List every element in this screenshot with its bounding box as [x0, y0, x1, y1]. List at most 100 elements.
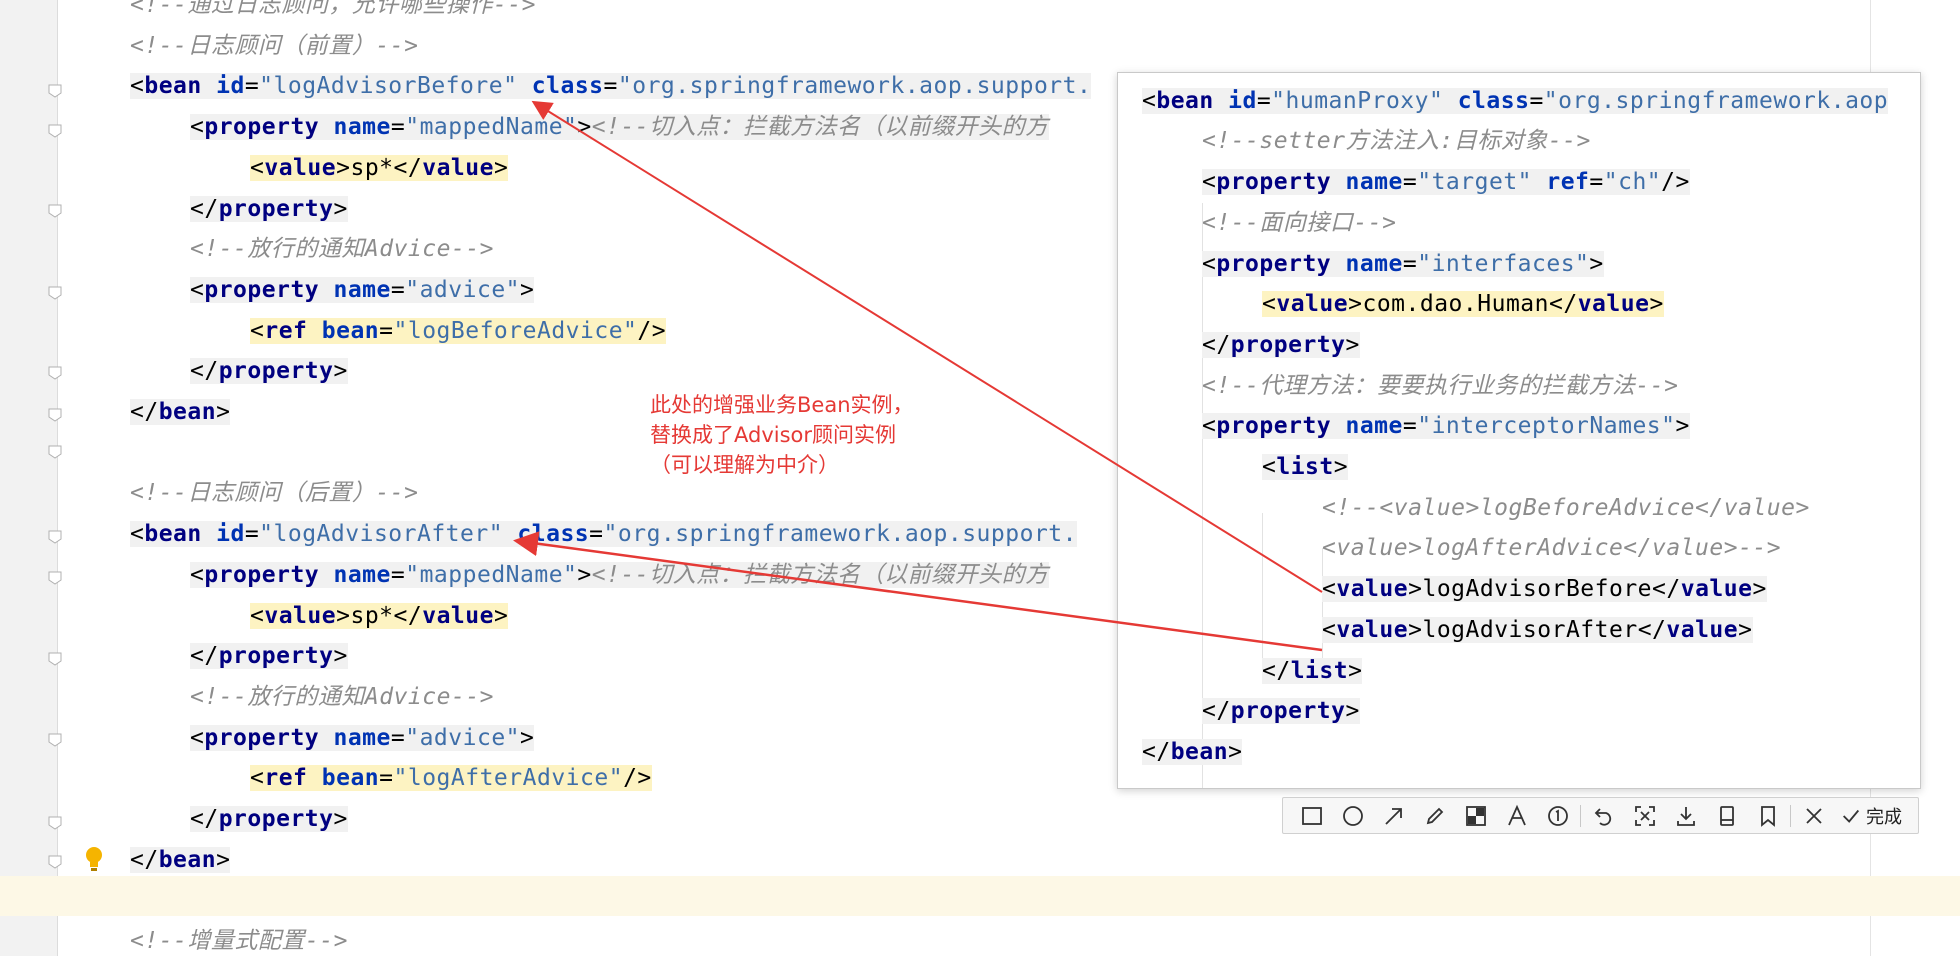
code-token: <	[130, 521, 145, 548]
code-token: />	[1661, 169, 1690, 196]
code-token: =	[390, 561, 406, 588]
code-token: <	[250, 602, 265, 629]
code-token: property	[218, 195, 334, 222]
code-token: "logBeforeAdvice"	[393, 317, 638, 344]
fold-marker-icon[interactable]	[48, 408, 62, 422]
code-token: property	[204, 561, 334, 588]
code-token: name	[333, 114, 391, 141]
close-icon[interactable]	[1793, 801, 1834, 831]
check-icon	[1843, 809, 1860, 823]
code-line: <list>	[1262, 447, 1349, 487]
code-token: <	[1202, 413, 1217, 440]
fold-marker-icon[interactable]	[48, 530, 62, 544]
code-token: >	[216, 846, 231, 873]
code-token: >	[216, 399, 231, 425]
code-line: <!--面向接口-->	[1202, 203, 1396, 243]
code-token: bean	[321, 317, 380, 344]
code-token: =	[244, 521, 260, 548]
editor-gutter	[0, 0, 57, 956]
ocr-icon[interactable]	[1624, 801, 1665, 831]
fold-marker-icon[interactable]	[48, 855, 62, 869]
code-token: bean	[1156, 87, 1229, 114]
code-token: <!--切入点：拦截方法名（以前缀开头的方	[591, 114, 1049, 141]
code-token: <	[1262, 291, 1277, 318]
arrow-icon[interactable]	[1373, 801, 1414, 831]
code-token: property	[218, 806, 334, 832]
fold-marker-icon[interactable]	[48, 124, 62, 138]
code-token: >	[336, 154, 351, 181]
code-token: >	[1408, 616, 1423, 643]
code-token: bean	[158, 846, 217, 873]
code-line: <property name="target" ref="ch"/>	[1202, 162, 1690, 202]
number-icon[interactable]	[1537, 801, 1578, 831]
code-token: bean	[158, 399, 217, 425]
fold-marker-icon[interactable]	[48, 366, 62, 380]
code-token: value	[1276, 291, 1349, 318]
fold-marker-icon[interactable]	[48, 816, 62, 830]
fold-marker-icon[interactable]	[48, 652, 62, 666]
code-token: value	[264, 154, 337, 181]
code-token: value	[1666, 616, 1739, 643]
code-token: >	[493, 602, 509, 629]
code-line: </bean>	[130, 840, 231, 880]
code-token: <!--日志顾问（后置）-->	[130, 480, 419, 507]
code-token: list	[1276, 454, 1334, 480]
code-token: <	[1202, 250, 1217, 277]
code-token: "logAdvisorAfter"	[259, 521, 518, 548]
code-token: >	[1345, 698, 1360, 725]
circle-icon[interactable]	[1332, 801, 1373, 831]
code-token: />	[637, 317, 667, 344]
code-token: </	[130, 846, 159, 873]
done-label: 完成	[1866, 806, 1902, 828]
code-token: property	[1216, 250, 1346, 277]
code-token: name	[333, 724, 391, 751]
undo-icon[interactable]	[1583, 801, 1624, 831]
fold-marker-icon[interactable]	[48, 286, 62, 300]
code-token: >	[1408, 576, 1423, 603]
code-line: <bean id="humanProxy" class="org.springf…	[1142, 81, 1889, 121]
text-icon[interactable]	[1496, 801, 1537, 831]
code-token: sp*	[350, 602, 394, 629]
fold-marker-icon[interactable]	[48, 733, 62, 747]
code-token: >	[333, 643, 348, 670]
code-token: =	[1402, 413, 1418, 440]
code-token: =	[1529, 87, 1544, 114]
code-token: </	[393, 602, 423, 629]
download-icon[interactable]	[1665, 801, 1706, 831]
code-token: <!--放行的通知Advice-->	[190, 683, 495, 710]
done-button[interactable]: 完成	[1840, 803, 1902, 829]
code-token: value	[1336, 616, 1409, 643]
code-token: =	[1402, 250, 1418, 277]
pin-icon[interactable]	[1706, 801, 1747, 831]
code-token: com.dao.Human	[1362, 291, 1549, 318]
code-token: =	[390, 114, 406, 141]
code-line: <value>logAdvisorBefore</value>	[1322, 569, 1767, 609]
code-token: id	[1228, 87, 1257, 114]
code-token: =	[390, 276, 406, 303]
bookmark-icon[interactable]	[1747, 801, 1788, 831]
fold-marker-icon[interactable]	[48, 571, 62, 585]
mosaic-icon[interactable]	[1455, 801, 1496, 831]
lightbulb-icon[interactable]	[82, 845, 106, 873]
code-token: "advice"	[405, 276, 521, 303]
code-token: bean	[321, 765, 380, 792]
code-token: </	[190, 643, 219, 670]
fold-marker-icon[interactable]	[48, 84, 62, 98]
pencil-icon[interactable]	[1414, 801, 1455, 831]
code-token: </	[130, 399, 159, 425]
code-token: "org.springframework.aop	[1543, 87, 1889, 114]
rectangle-icon[interactable]	[1291, 801, 1332, 831]
fold-marker-icon[interactable]	[48, 445, 62, 459]
code-token: <value>logAfterAdvice</value>-->	[1322, 535, 1782, 562]
code-token: name	[1345, 413, 1403, 440]
code-token: property	[218, 358, 334, 385]
toolbar-divider	[1580, 804, 1581, 827]
code-token: >	[1649, 291, 1664, 318]
code-token: "advice"	[405, 724, 521, 751]
code-token: value	[422, 602, 494, 629]
code-token: </	[1548, 291, 1578, 318]
code-token: >	[1228, 738, 1243, 765]
code-token: value	[264, 602, 337, 629]
code-token: <	[190, 724, 205, 751]
fold-marker-icon[interactable]	[48, 204, 62, 218]
